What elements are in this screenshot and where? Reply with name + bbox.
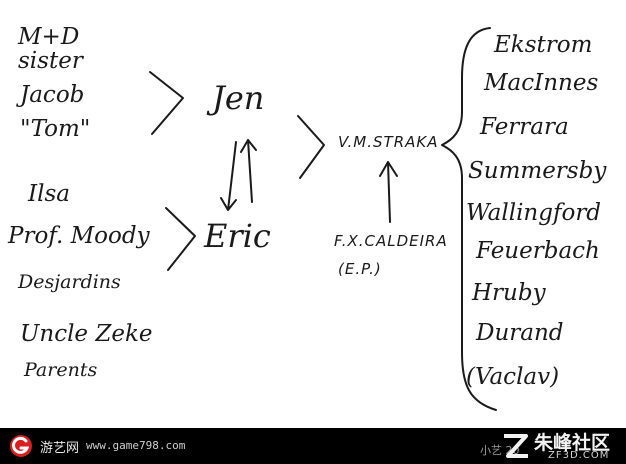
site-name: 游艺网: [40, 441, 80, 456]
person-label: Prof. Moody: [8, 223, 150, 249]
watermark-name: 朱峰社区: [534, 432, 611, 454]
source-label-line2: (E.P.): [338, 260, 382, 278]
person-label: Hruby: [472, 280, 546, 306]
center-label: V.M.STRAKA: [338, 133, 439, 151]
site-url: www.game798.com: [86, 439, 186, 452]
person-label: sister: [18, 48, 83, 74]
arrow-jen-to-eric: [220, 141, 237, 211]
person-label: Parents: [24, 359, 98, 381]
watermark-url: ZF3D.COM: [548, 450, 610, 461]
person-label: Durand: [476, 320, 564, 346]
person-label: Feuerbach: [476, 238, 600, 264]
chevron-group-a-to-jen: [149, 71, 184, 135]
person-label: (Vaclav): [466, 364, 560, 390]
hub-eric: Eric: [204, 217, 271, 255]
arrow-eric-to-jen: [240, 139, 257, 203]
brace-right-group: [441, 27, 497, 411]
source-label-line1: F.X.CALDEIRA: [334, 232, 448, 250]
person-label: Summersby: [468, 158, 607, 184]
watermark-footer: 游艺网 www.game798.com 小艺 20 朱峰社区 ZF3D.COM: [0, 428, 626, 464]
connector-lines: [149, 27, 497, 411]
person-label: Ilsa: [28, 181, 70, 207]
person-label: Wallingford: [466, 200, 602, 226]
chevron-to-straka: [297, 115, 325, 179]
person-label: Ekstrom: [494, 32, 593, 58]
diagram-canvas: M+D sister Jacob "Tom" Ilsa Prof. Moody …: [8, 24, 607, 411]
chevron-group-b-to-eric: [165, 207, 196, 271]
hub-jen: Jen: [212, 79, 265, 117]
person-label: Jacob: [20, 82, 85, 108]
person-label: Uncle Zeke: [20, 321, 153, 347]
person-label: Ferrara: [480, 114, 569, 140]
arrow-caldeira-to-straka: [379, 161, 398, 223]
zf3d-logo-icon: [504, 434, 528, 458]
person-label: "Tom": [20, 116, 91, 142]
person-label: Desjardins: [18, 271, 121, 293]
person-label: MacInnes: [484, 70, 599, 96]
game798-logo-icon: [10, 435, 32, 457]
person-label: M+D: [18, 24, 80, 50]
